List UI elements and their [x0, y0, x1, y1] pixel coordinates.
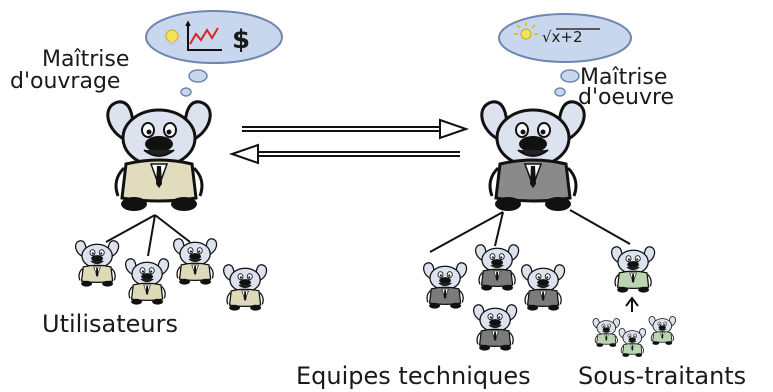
subcontractor-figure	[648, 316, 676, 346]
moe-thought-bubble	[498, 13, 632, 97]
subcontractor-connectors	[625, 296, 639, 312]
lightbulb-icon	[514, 22, 538, 40]
team-figure	[474, 244, 520, 292]
subcontractor-figure	[592, 318, 620, 348]
subcontractor-figure	[618, 328, 646, 358]
moe-character	[480, 100, 586, 213]
dollar-icon: $	[232, 25, 250, 55]
moa-character	[106, 100, 212, 213]
user-figure	[222, 264, 268, 312]
users-label: Utilisateurs	[42, 310, 178, 338]
user-figure	[124, 258, 170, 306]
subcontractor-lead-figure	[610, 246, 656, 294]
teams-connectors	[429, 209, 631, 253]
team-figure	[520, 264, 566, 312]
team-figure	[472, 304, 518, 352]
moa-label-line1: Maîtrise	[42, 47, 129, 72]
moe-label-line1: Maîtrise	[580, 65, 667, 90]
sqrt-formula-icon: √x+2	[542, 28, 583, 46]
team-figure	[422, 262, 468, 310]
user-figure	[74, 240, 120, 288]
teams-label: Equipes techniques	[296, 362, 531, 390]
lightbulb-icon	[165, 29, 179, 45]
subcontractors-label: Sous-traitants	[578, 362, 746, 390]
arrow-to-moe	[242, 118, 470, 140]
moa-label-line2: d'ouvrage	[10, 69, 120, 94]
arrow-to-moa	[228, 143, 460, 165]
users-connectors	[105, 214, 191, 257]
user-figure	[172, 238, 218, 286]
moe-label-line2: d'oeuvre	[578, 85, 674, 110]
line-chart-icon	[185, 20, 222, 51]
moa-thought-bubble	[145, 10, 283, 97]
